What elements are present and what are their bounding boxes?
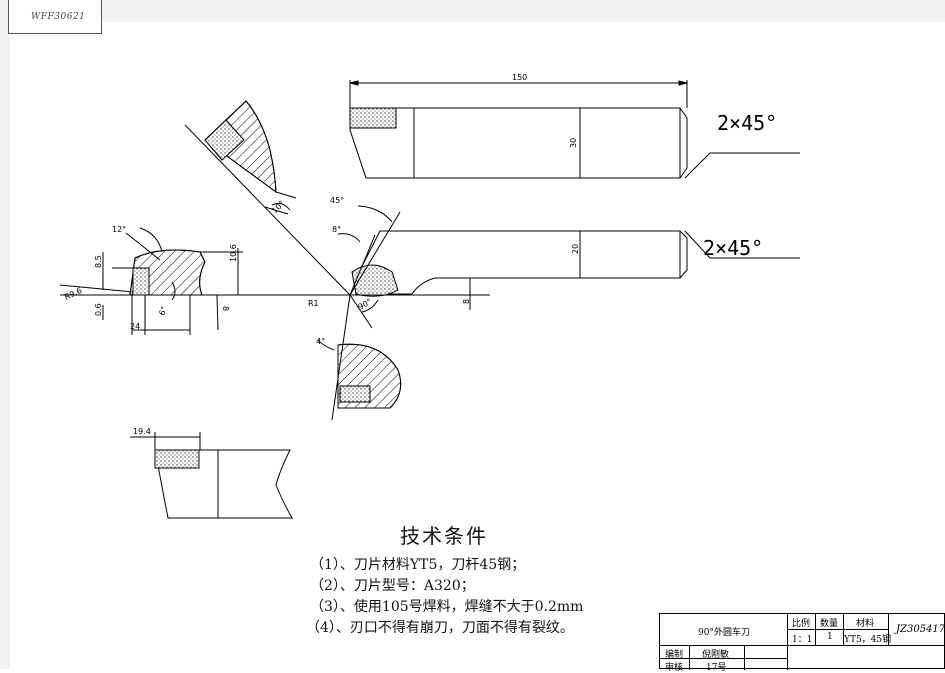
dim-length: 150 xyxy=(512,73,527,82)
material-label: 材料 xyxy=(856,619,875,629)
dim-angle-90: 90° xyxy=(357,297,374,312)
drawing-number: JZ305417 xyxy=(896,624,945,635)
dim-8-5: 8.5 xyxy=(94,255,103,268)
dim-angle-4: 4° xyxy=(316,337,325,346)
drafter-label: 编制 xyxy=(665,650,684,660)
dim-chamfer-upper: 2×45° xyxy=(717,111,777,135)
dim-8-small: 8 xyxy=(221,306,230,311)
corner-tag: WFF30621 xyxy=(8,0,102,34)
dim-height-upper: 30 xyxy=(569,138,578,148)
dim-height-lower: 20 xyxy=(571,244,580,254)
technical-requirements: 技术条件 （1）、刀片材料YT5，刀杆45钢； （2）、刀片型号：A320； （… xyxy=(300,520,630,639)
part-name: 90°外圆车刀 xyxy=(698,628,750,638)
qty-label: 数量 xyxy=(820,619,839,629)
dim-0-6: 0.6 xyxy=(94,303,103,316)
dim-r1: R1 xyxy=(308,299,319,308)
tech-line-1: （1）、刀片材料YT5，刀杆45钢； xyxy=(310,557,526,573)
tech-line-3: （3）、使用105号焊料，焊缝不大于0.2mm xyxy=(310,599,584,615)
qty-value: 1 xyxy=(827,632,833,642)
reviewer-label: 审核 xyxy=(665,663,684,673)
reviewer-value: 17号 xyxy=(706,663,727,673)
material-value: YT5，45钢 xyxy=(844,635,892,645)
title-block: 90°外圆车刀 比例 1：1 数量 1 材料 YT5，45钢 JZ305417 … xyxy=(659,613,945,673)
dim-angle-12: 12° xyxy=(112,225,126,234)
tech-line-4: （4）、刃口不得有崩刀，刀面不得有裂纹。 xyxy=(306,620,574,636)
dim-angle-45: 45° xyxy=(330,196,344,205)
dim-24: 24 xyxy=(130,322,140,331)
scale-value: 1：1 xyxy=(792,635,813,645)
tech-title: 技术条件 xyxy=(400,524,488,548)
scale-label: 比例 xyxy=(792,619,811,629)
tech-line-2: （2）、刀片型号：A320； xyxy=(310,578,475,594)
dim-8-right: 8 xyxy=(462,299,471,304)
dim-r9-6: R9.6 xyxy=(63,286,83,302)
dim-angle-8: 8° xyxy=(332,225,341,234)
dim-19-4: 19.4 xyxy=(133,427,151,436)
dim-angle-6: 6° xyxy=(157,305,169,317)
dim-10-6: 10.6 xyxy=(229,244,238,262)
dim-chamfer-lower: 2×45° xyxy=(703,236,763,260)
drafter-name: 倪刚敏 xyxy=(702,650,730,660)
